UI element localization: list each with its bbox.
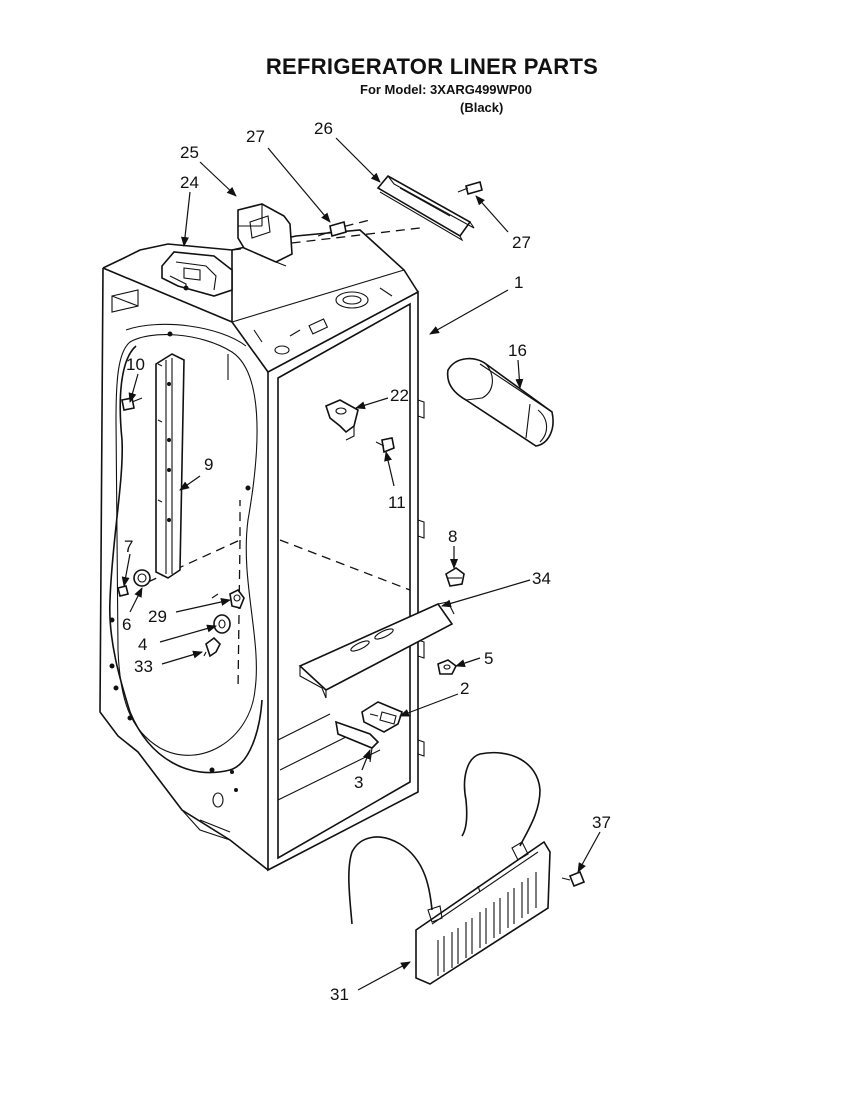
- part-25-housing: [237, 203, 293, 267]
- callout-7: 7: [124, 537, 133, 556]
- callout-2: 2: [460, 679, 469, 698]
- part-33-fastener: [203, 636, 221, 658]
- callout-4: 4: [138, 635, 147, 654]
- part-34-shield: [298, 601, 455, 699]
- part-22-bracket: [325, 399, 359, 441]
- part-5-nut: [437, 659, 458, 675]
- part-6-grommet: [133, 569, 151, 587]
- part-31-heater: [348, 751, 551, 985]
- part-3-bracket: [334, 720, 380, 763]
- part-27-screw-left: [317, 220, 347, 238]
- callout-31: 31: [330, 985, 349, 1004]
- part-4-grommet: [213, 614, 231, 634]
- model-color: (Black): [460, 100, 504, 115]
- part-9-vertical-rail: [155, 353, 185, 579]
- callout-9: 9: [204, 455, 213, 474]
- part-29-clip: [211, 588, 245, 609]
- part-7-screw: [117, 585, 129, 597]
- callout-11: 11: [388, 493, 406, 512]
- callout-6: 6: [122, 615, 131, 634]
- callout-34: 34: [532, 569, 551, 588]
- liner-cabinet: [99, 229, 425, 872]
- leader-lines: [121, 137, 601, 991]
- part-10-screw: [121, 397, 143, 411]
- part-16-tube-cover: [446, 357, 554, 447]
- callout-37: 37: [592, 813, 611, 832]
- callout-24: 24: [180, 173, 199, 192]
- part-11-screw: [375, 437, 395, 454]
- part-27-screw-right: [457, 181, 483, 195]
- callout-8: 8: [448, 527, 457, 546]
- part-8-fastener: [445, 567, 465, 587]
- callout-10: 10: [126, 355, 145, 374]
- model-number: For Model: 3XARG499WP00: [360, 82, 532, 97]
- page-title: REFRIGERATOR LINER PARTS: [265, 54, 599, 79]
- callout-33: 33: [134, 657, 153, 676]
- wire-harness: [108, 345, 263, 774]
- part-24-housing: [161, 251, 233, 297]
- callout-26: 26: [314, 119, 333, 138]
- part-26-top-rail: [376, 174, 475, 242]
- callout-27-right: 27: [512, 233, 531, 252]
- callout-22: 22: [390, 386, 409, 405]
- callout-5: 5: [484, 649, 493, 668]
- callout-25: 25: [180, 143, 199, 162]
- callout-29: 29: [148, 607, 167, 626]
- callout-1: 1: [514, 273, 523, 292]
- callout-27-left: 27: [246, 127, 265, 146]
- callout-16: 16: [508, 341, 527, 360]
- callout-3: 3: [354, 773, 363, 792]
- part-37-screw: [561, 870, 586, 888]
- part-2-bracket: [361, 701, 403, 733]
